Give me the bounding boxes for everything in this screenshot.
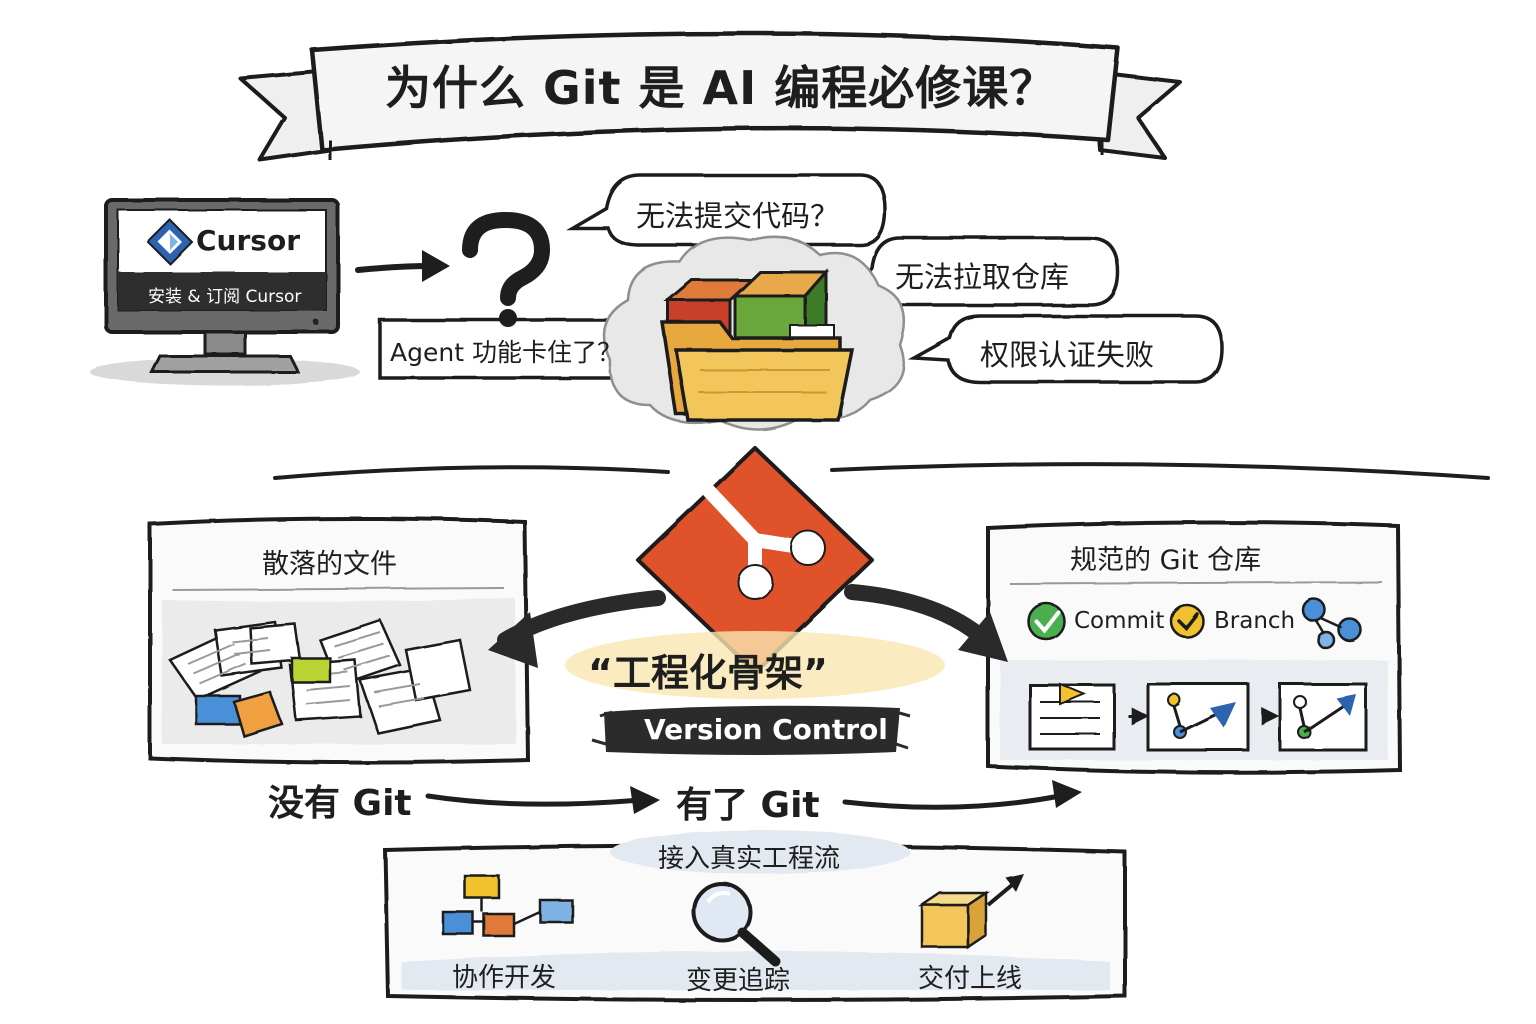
cloud-folder-illustration (602, 235, 906, 431)
version-control-badge: Version Control (644, 713, 888, 746)
problem-pull: 无法拉取仓库 (895, 260, 1070, 294)
question-mark-icon (462, 211, 551, 327)
engineering-skeleton-tagline: “工程化骨架” (588, 651, 828, 695)
scattered-files-panel (148, 516, 531, 765)
shipping-box-icon (917, 874, 1024, 950)
page-title: 为什么 Git 是 AI 编程必修课？ (385, 61, 1057, 115)
workflow-title: 接入真实工程流 (658, 844, 841, 874)
git-repo-title: 规范的 Git 仓库 (1070, 545, 1262, 576)
problem-commit: 无法提交代码？ (636, 199, 840, 233)
git-repo-panel (986, 520, 1403, 775)
arrow-to-repo (844, 584, 1008, 662)
section-divider-right (830, 462, 1490, 480)
feature-tracking-label: 变更追踪 (686, 966, 791, 996)
title-banner (238, 31, 1182, 162)
git-logo-icon (636, 446, 874, 674)
with-git-label: 有了 Git (676, 785, 820, 826)
commit-label: Commit (1074, 608, 1165, 634)
problem-bubbles (378, 173, 1224, 384)
section-divider-left (273, 465, 670, 480)
tagline-highlight (565, 631, 945, 699)
workflow-panel (382, 830, 1127, 1002)
problem-auth: 权限认证失败 (980, 338, 1155, 372)
cursor-brand-label: Cursor (196, 224, 301, 257)
magnifier-icon (692, 882, 781, 967)
arrow-to-scattered (488, 590, 666, 668)
cursor-logo-icon (146, 218, 194, 266)
flow-arrow-2 (842, 793, 1063, 810)
branch-label: Branch (1214, 608, 1296, 634)
problem-agent: Agent 功能卡住了？ (390, 338, 622, 367)
collaboration-diagram-icon (441, 874, 574, 938)
arrow-to-question (355, 263, 433, 273)
flow-arrow-1 (425, 793, 643, 807)
feature-collaboration-label: 协作开发 (452, 963, 557, 993)
version-control-brush (604, 705, 900, 755)
monitor-illustration (90, 198, 360, 386)
scattered-files-title: 散落的文件 (262, 549, 397, 580)
cursor-subtitle: 安装 & 订阅 Cursor (148, 287, 302, 307)
feature-release-label: 交付上线 (918, 964, 1023, 994)
without-git-label: 没有 Git (268, 783, 412, 824)
